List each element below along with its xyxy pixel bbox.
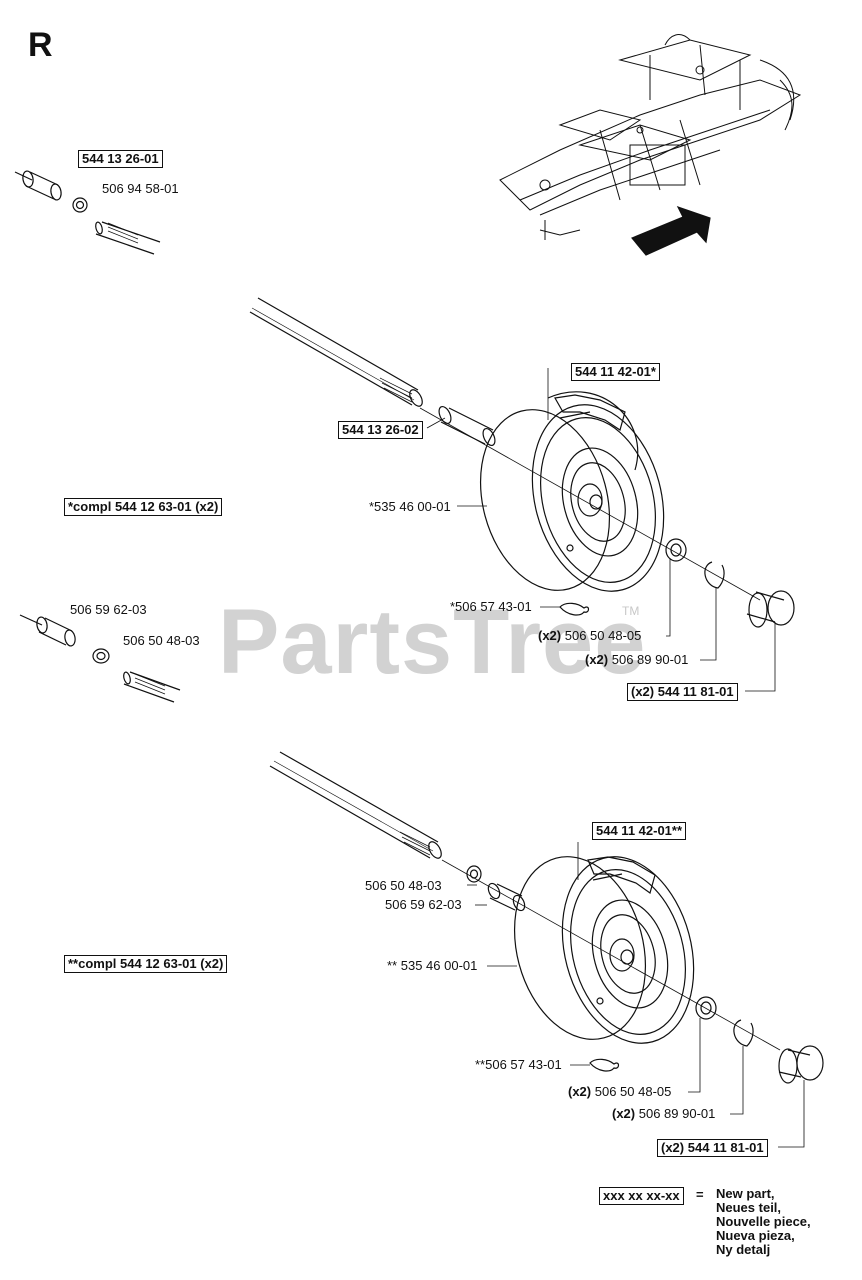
part-label-544-13-26-02[interactable]: 544 13 26-02 — [338, 421, 423, 439]
part-label-544-13-26-01[interactable]: 544 13 26-01 — [78, 150, 163, 168]
legend-line: Nouvelle piece, — [716, 1214, 811, 1229]
part-number: 506 89 90-01 — [611, 652, 689, 667]
detail-axle-2 — [19, 614, 181, 703]
quantity-label: (x2) — [612, 1106, 636, 1121]
page-letter: R — [28, 26, 53, 64]
part-label-544-11-81-01-b[interactable]: (x2) 544 11 81-01 — [657, 1139, 768, 1157]
part-label-506-57-43-01-star[interactable]: *506 57 43-01 — [450, 599, 532, 614]
kit-label-compl-544-12-63-01-double[interactable]: **compl 544 12 63-01 (x2) — [64, 955, 228, 973]
wheel-2 — [513, 856, 824, 1084]
leader-lines-1 — [426, 368, 776, 692]
watermark: PartsTree — [218, 591, 647, 693]
watermark-trademark: TM — [622, 604, 640, 618]
direction-arrow — [631, 205, 711, 256]
part-number: 506 50 48-05 — [564, 628, 642, 643]
quantity-label: (x2) — [568, 1084, 592, 1099]
part-label-506-50-48-05-b[interactable]: (x2) 506 50 48-05 — [568, 1084, 671, 1100]
legend-line: Neues teil, — [716, 1200, 782, 1215]
part-number: 506 50 48-05 — [594, 1084, 672, 1099]
part-label-506-89-90-01[interactable]: (x2) 506 89 90-01 — [585, 652, 688, 668]
legend-line: Ny detalj — [716, 1242, 771, 1257]
legend-line: New part, — [716, 1186, 775, 1201]
detail-axle-1 — [14, 170, 161, 255]
part-label-506-57-43-01-double-star[interactable]: **506 57 43-01 — [475, 1057, 562, 1072]
axle-2 — [269, 751, 781, 1051]
part-label-506-94-58-01[interactable]: 506 94 58-01 — [102, 181, 179, 196]
quantity-label: (x2) — [585, 652, 609, 667]
part-label-506-50-48-03-b[interactable]: 506 50 48-03 — [365, 878, 442, 893]
part-number: 506 89 90-01 — [638, 1106, 716, 1121]
tractor-frame-illustration — [499, 34, 802, 240]
legend-description: New part, Neues teil, Nouvelle piece, Nu… — [716, 1187, 811, 1257]
part-label-544-11-42-01-double-star[interactable]: 544 11 42-01** — [592, 822, 687, 840]
part-label-544-11-81-01[interactable]: (x2) 544 11 81-01 — [627, 683, 738, 701]
part-label-535-46-00-01-double-star[interactable]: ** 535 46 00-01 — [387, 958, 478, 973]
part-label-506-59-62-03-b[interactable]: 506 59 62-03 — [385, 897, 462, 912]
part-label-535-46-00-01-star[interactable]: *535 46 00-01 — [369, 499, 451, 514]
legend-line: Nueva pieza, — [716, 1228, 795, 1243]
part-label-506-50-48-03[interactable]: 506 50 48-03 — [123, 633, 200, 648]
leader-lines-2 — [467, 842, 805, 1148]
legend-equals: = — [696, 1187, 704, 1202]
part-label-506-59-62-03[interactable]: 506 59 62-03 — [70, 602, 147, 617]
kit-label-compl-544-12-63-01[interactable]: *compl 544 12 63-01 (x2) — [64, 498, 223, 516]
quantity-label: (x2) — [538, 628, 562, 643]
part-label-506-89-90-01-b[interactable]: (x2) 506 89 90-01 — [612, 1106, 715, 1122]
part-label-506-50-48-05[interactable]: (x2) 506 50 48-05 — [538, 628, 641, 644]
wheel-1 — [479, 391, 795, 628]
part-label-544-11-42-01-star[interactable]: 544 11 42-01* — [571, 363, 660, 381]
legend-code-box: xxx xx xx-xx — [599, 1187, 684, 1205]
axle-1 — [249, 297, 761, 601]
